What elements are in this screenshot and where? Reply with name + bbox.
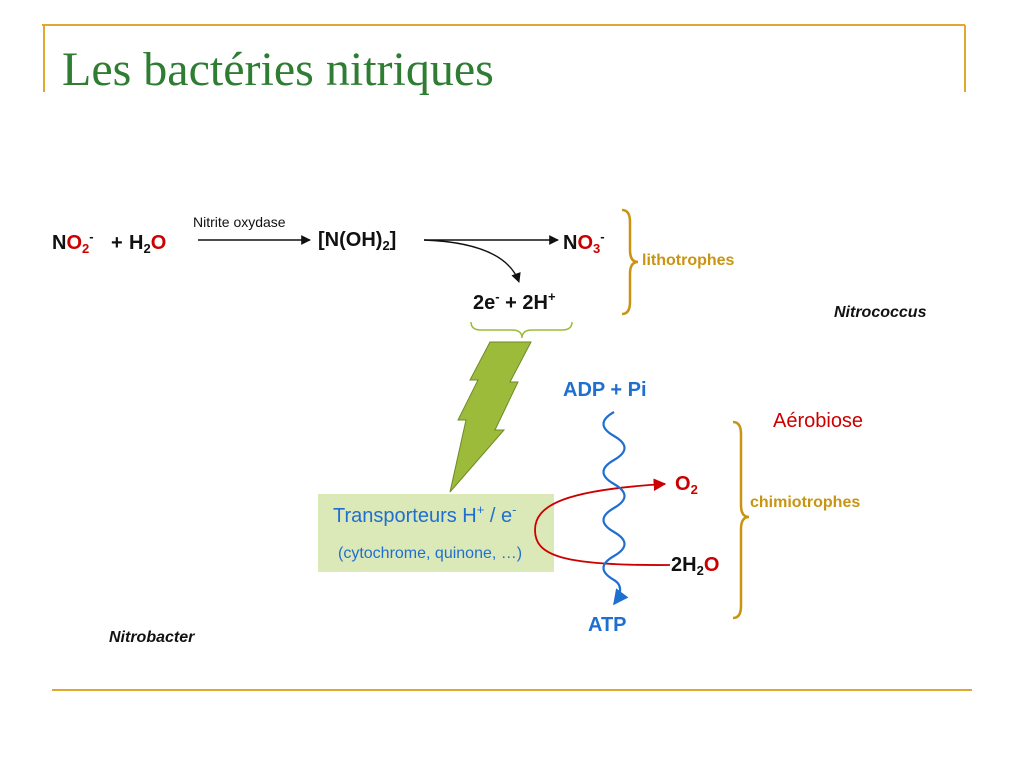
transporter-sup2: - — [512, 501, 517, 517]
product-water-o: O — [703, 554, 720, 576]
nitrite-sub: 2 — [82, 241, 90, 257]
nitrate-formula: NO3- — [563, 228, 605, 257]
oxygen-formula: O2 — [675, 473, 698, 496]
oxygen-reduction-arrow — [534, 478, 671, 566]
intermediate-open: [N(OH) — [318, 229, 383, 251]
aerobiose-label: Aérobiose — [773, 410, 864, 432]
product-water-pre: 2H — [671, 554, 697, 576]
intermediate-formula: [N(OH)2] — [318, 229, 396, 252]
protons-text: + 2H — [499, 292, 548, 314]
electrons-protons: 2e- + 2H+ — [473, 288, 556, 315]
water-h: H — [129, 232, 144, 254]
electrons-text: 2e — [473, 292, 496, 314]
nitrate-charge: - — [600, 228, 605, 244]
nitrite-formula: NO2- — [52, 228, 94, 257]
transporter-subtitle: (cytochrome, quinone, …) — [338, 545, 523, 562]
transporter-sup1: + — [476, 501, 485, 517]
lithotrophes-label: lithotrophes — [642, 252, 735, 269]
nitrite-o: O — [66, 232, 83, 254]
enzyme-label: Nitrite oxydase — [193, 214, 286, 230]
lithotrophes-brace — [621, 208, 639, 316]
chimiotrophes-brace — [732, 420, 750, 620]
chimiotrophes-label: chimiotrophes — [750, 494, 861, 511]
nitrate-o: O — [577, 232, 594, 254]
adp-to-atp-wavy-arrow — [602, 411, 629, 606]
oxygen-sub: 2 — [690, 482, 698, 498]
nitrate-n: N — [563, 232, 578, 254]
transporter-title: Transporteurs H+ / e- — [333, 501, 517, 528]
nitrobacter-label: Nitrobacter — [109, 629, 195, 646]
product-water-formula: 2H2O — [671, 554, 719, 577]
reaction-plus: + — [111, 232, 123, 254]
electrons-brace — [470, 321, 573, 339]
water-o: O — [150, 232, 167, 254]
protons-charge: + — [547, 288, 556, 304]
water-sub: 2 — [143, 241, 151, 257]
water-formula: H2O — [129, 232, 166, 255]
nitrate-sub: 3 — [593, 241, 601, 257]
oxygen-o: O — [675, 473, 691, 495]
intermediate-close: ] — [389, 229, 397, 251]
nitrococcus-label: Nitrococcus — [834, 304, 927, 321]
transporter-box — [318, 494, 554, 572]
lightning-bolt-icon — [449, 341, 532, 493]
nitrite-charge: - — [89, 228, 94, 244]
nitrite-n: N — [52, 232, 67, 254]
arrow-to-electrons — [423, 239, 521, 283]
transporter-mid: / e — [484, 505, 513, 527]
electrons-charge: - — [495, 288, 500, 304]
product-water-sub: 2 — [696, 563, 704, 579]
transporter-main: Transporteurs H — [333, 505, 477, 527]
atp-label: ATP — [588, 614, 627, 636]
adp-label: ADP + Pi — [563, 379, 647, 401]
intermediate-sub: 2 — [382, 238, 390, 254]
page-title: Les bactéries nitriques — [62, 43, 494, 96]
